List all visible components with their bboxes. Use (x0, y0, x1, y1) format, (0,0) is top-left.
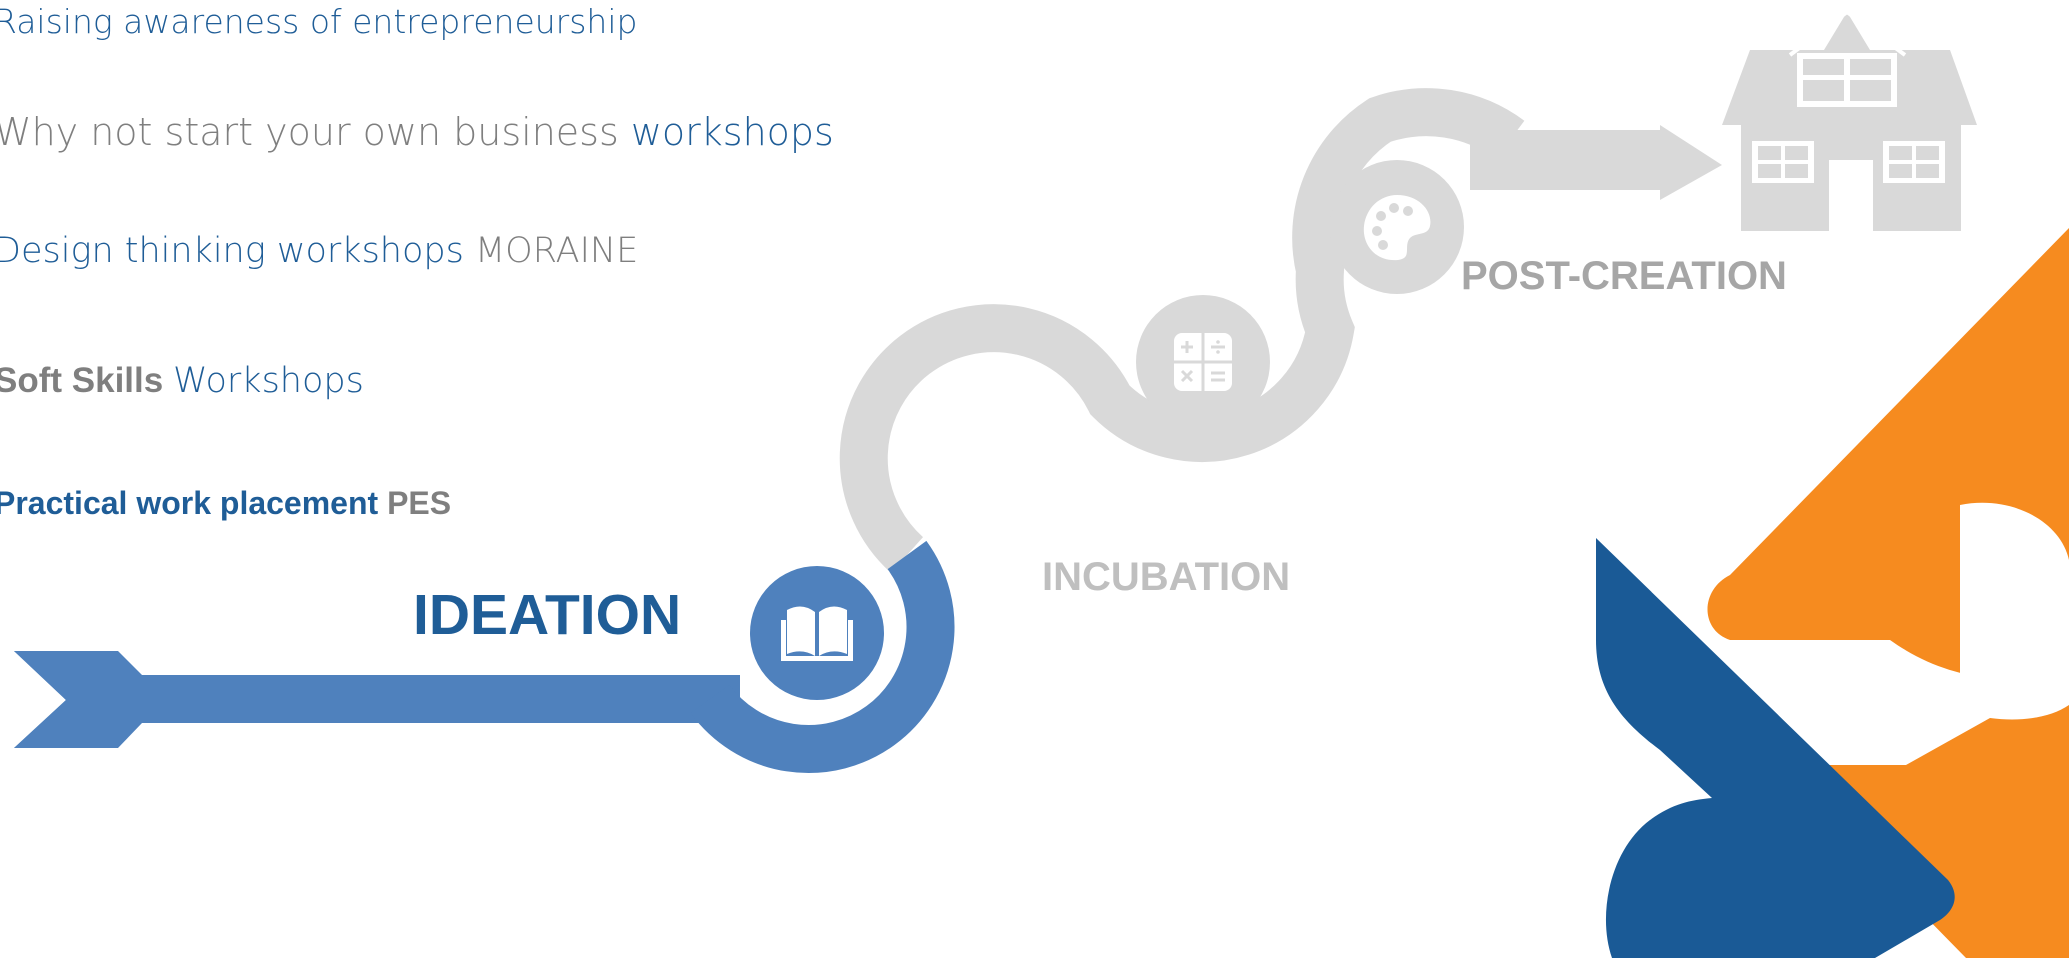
blue-road (14, 540, 955, 773)
ideation-node (750, 566, 884, 700)
blue-road-straight (120, 675, 740, 723)
logo (1596, 228, 2069, 958)
post-creation-node (1330, 160, 1464, 294)
arrow-fletching-icon (14, 651, 142, 748)
stage-label-ideation: IDEATION (413, 583, 682, 647)
list-item-text-accent: Workshops (172, 361, 364, 401)
gray-road (839, 88, 1722, 573)
list-item-own-business: Why not start your own business workshop… (0, 110, 834, 154)
blue-road-curve (690, 540, 955, 773)
list-item-text-accent: workshops (630, 110, 834, 154)
house-icon (1722, 9, 1977, 231)
list-item-design-thinking: Design thinking workshops MORAINE (0, 231, 638, 271)
incubation-node (1136, 295, 1270, 429)
book-icon (781, 606, 853, 661)
logo-blue-shape (1596, 538, 1955, 958)
list-item-text: Raising awareness of entrepreneurship (0, 2, 638, 41)
arrow-icon (1470, 125, 1722, 200)
list-item-text: Design thinking workshops (0, 231, 475, 271)
list-item-soft-skills: Soft Skills Workshops (0, 361, 364, 401)
ideation-circle (750, 566, 884, 700)
list-item-text-accent: MORAINE (474, 231, 639, 271)
list-item-text: Why not start your own business (0, 110, 631, 154)
stage-label-incubation: INCUBATION (1042, 555, 1291, 599)
list-item-text: Practical work placement (0, 485, 388, 521)
list-item-text: Soft Skills (0, 361, 173, 400)
gray-road-path (839, 88, 1525, 573)
stage-label-post-creation: POST-CREATION (1461, 254, 1787, 298)
palette-icon (1363, 195, 1431, 261)
calculator-icon (1174, 333, 1232, 391)
list-item-awareness: Raising awareness of entrepreneurship (0, 2, 637, 41)
logo-orange-cutout (1960, 502, 2069, 720)
list-item-text-accent: PES (387, 485, 452, 521)
list-item-work-placement: Practical work placement PES (0, 484, 451, 522)
